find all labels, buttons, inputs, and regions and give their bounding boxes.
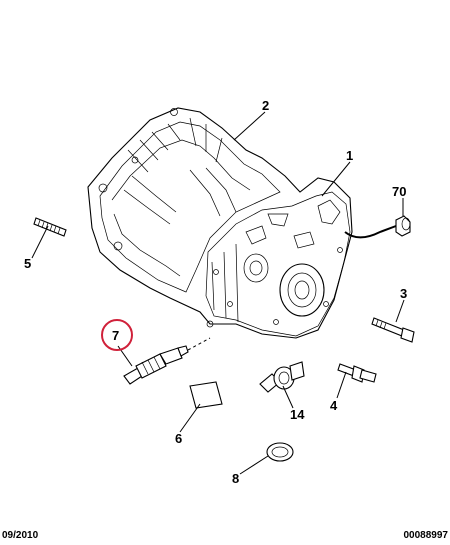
long-stud-part bbox=[33, 217, 67, 237]
gasket-part bbox=[189, 381, 223, 409]
callout-70: 70 bbox=[392, 184, 406, 199]
callout-4: 4 bbox=[330, 398, 338, 413]
callout-8: 8 bbox=[232, 471, 239, 486]
callout-7: 7 bbox=[112, 328, 119, 343]
cable-sleeve-part bbox=[395, 215, 411, 237]
callout-3: 3 bbox=[400, 286, 407, 301]
stepped-stud-part bbox=[337, 363, 377, 383]
sensor-part bbox=[123, 345, 189, 385]
callout-2: 2 bbox=[262, 98, 269, 113]
callout-1: 1 bbox=[346, 148, 353, 163]
leader-lines bbox=[31, 111, 405, 475]
callout-14: 14 bbox=[290, 407, 305, 422]
footer-date: 09/2010 bbox=[2, 530, 39, 541]
cable-line bbox=[344, 225, 397, 239]
callout-6: 6 bbox=[175, 431, 182, 446]
alignment-dashed-line bbox=[187, 337, 211, 351]
plug-part bbox=[266, 442, 294, 462]
highlight-circle bbox=[101, 319, 133, 351]
callout-5: 5 bbox=[24, 256, 31, 271]
speed-sensor-part bbox=[259, 361, 305, 393]
gearbox-casing-part bbox=[205, 191, 351, 337]
long-bolt-part bbox=[371, 317, 415, 343]
footer-reference: 00088997 bbox=[403, 530, 449, 541]
